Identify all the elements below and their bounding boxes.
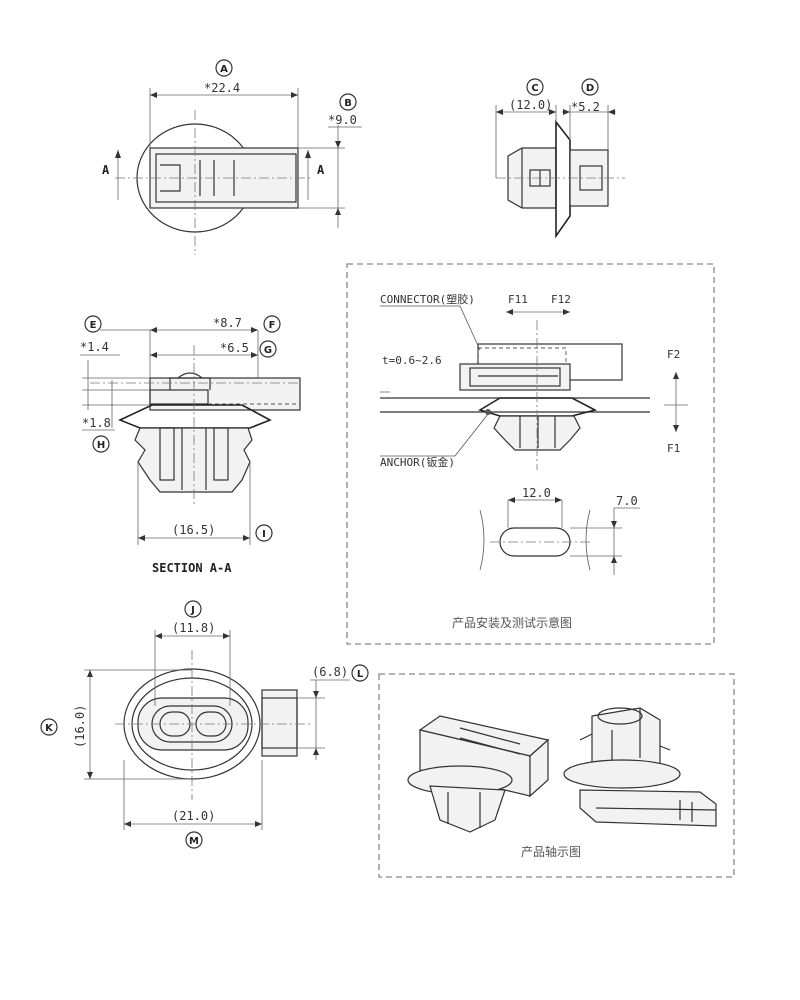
marker-j-circle — [184, 600, 202, 618]
marker-e: E — [90, 320, 97, 331]
dim-a-value: *22.4 — [204, 81, 240, 95]
dim-g-value: *6.5 — [220, 341, 249, 355]
installation-frame — [346, 263, 715, 645]
dim-h-value: *1.8 — [82, 416, 111, 430]
marker-a-circle — [215, 59, 233, 77]
cut-label-right: A — [317, 163, 325, 177]
dim-l-value: (6.8) — [312, 665, 348, 679]
dim-b-value: *9.0 — [328, 113, 357, 127]
dim-e-value: *1.4 — [80, 340, 109, 354]
force-f12-label: F12 — [551, 293, 571, 306]
marker-i: I — [262, 529, 266, 540]
section-title: SECTION A-A — [152, 561, 232, 575]
marker-c-circle — [526, 78, 544, 96]
marker-b-circle — [339, 93, 357, 111]
installation-diagram: F11 F12 F2 F1 CONNECTOR(塑胶) t=0.6~2.6 AN… — [346, 263, 715, 645]
axonometric-frame — [378, 673, 735, 878]
dim-c-value: (12.0) — [509, 98, 552, 112]
marker-l: L — [357, 669, 364, 680]
marker-h-circle — [92, 435, 110, 453]
force-f2-label: F2 — [667, 348, 680, 361]
marker-j: J — [190, 605, 195, 616]
dim-f-value: *8.7 — [213, 316, 242, 330]
side-view: (12.0) C *5.2 D — [495, 78, 625, 239]
marker-m: M — [189, 836, 199, 847]
axo-clip-left — [407, 715, 550, 833]
marker-h: H — [97, 440, 105, 451]
axo-clip-right — [563, 707, 717, 827]
hole-height-value: 7.0 — [616, 494, 638, 508]
marker-d-circle — [581, 78, 599, 96]
axonometric-views: 产品轴示图 — [378, 673, 735, 878]
force-f1-label: F1 — [667, 442, 680, 455]
marker-a: A — [220, 64, 228, 75]
dim-k-value: (16.0) — [73, 705, 87, 748]
installation-caption: 产品安装及测试示意图 — [452, 615, 572, 630]
marker-g: G — [264, 345, 272, 356]
marker-k: K — [45, 723, 54, 734]
connector-label: CONNECTOR(塑胶) — [380, 292, 475, 306]
axonometric-caption: 产品轴示图 — [521, 844, 581, 859]
marker-k-circle — [40, 718, 58, 736]
force-f11-label: F11 — [508, 293, 528, 306]
top-view: *22.4 A *9.0 B A A — [102, 59, 362, 255]
marker-c: C — [531, 83, 538, 94]
cut-label-left: A — [102, 163, 110, 177]
dim-m-value: (21.0) — [172, 809, 215, 823]
marker-b: B — [344, 98, 352, 109]
marker-i-circle — [255, 524, 273, 542]
marker-g-circle — [259, 340, 277, 358]
marker-d: D — [586, 83, 594, 94]
marker-f-circle — [263, 315, 281, 333]
marker-f: F — [269, 320, 276, 331]
anchor-label: ANCHOR(钣金) — [380, 455, 455, 469]
marker-m-circle — [185, 831, 203, 849]
marker-l-circle — [351, 664, 369, 682]
bottom-view: (11.8) J (16.0) K (6.8) L (21.0) M — [40, 600, 369, 849]
marker-e-circle — [84, 315, 102, 333]
hole-width-value: 12.0 — [522, 486, 551, 500]
dim-d-value: *5.2 — [571, 100, 600, 114]
section-view: *8.7 F E *6.5 G *1.4 *1.8 H (16.5) I SEC… — [80, 315, 301, 575]
dim-j-value: (11.8) — [172, 621, 215, 635]
thickness-label: t=0.6~2.6 — [382, 354, 442, 367]
dim-i-value: (16.5) — [172, 523, 215, 537]
